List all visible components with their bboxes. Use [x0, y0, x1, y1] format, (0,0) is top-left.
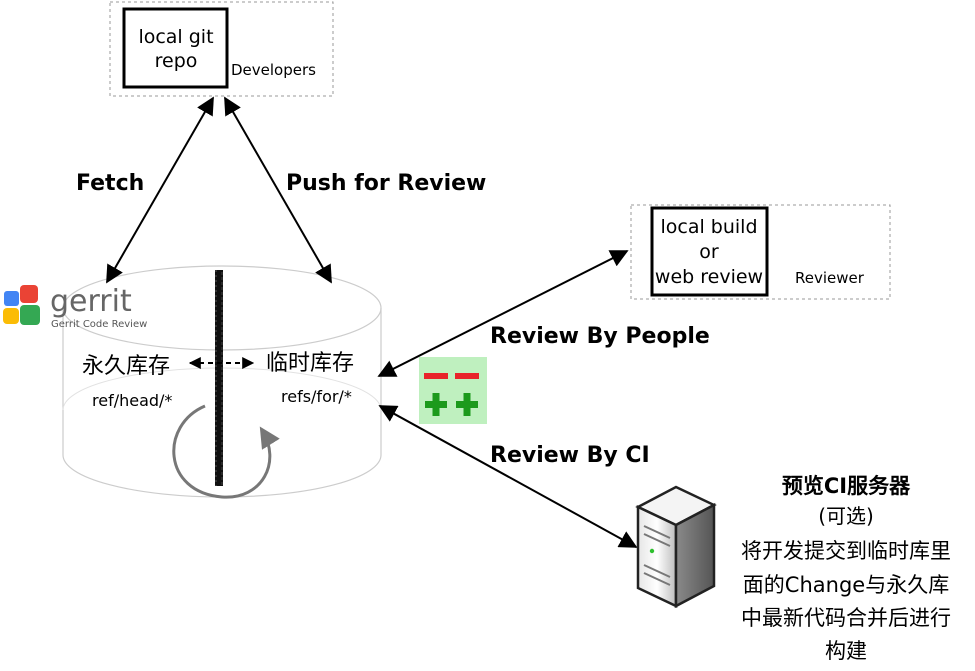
local-git-repo-line2: repo: [155, 50, 198, 72]
ci-desc-line4: 构建: [825, 639, 867, 663]
server-icon: [635, 485, 717, 609]
ci-optional: (可选): [818, 504, 874, 528]
gerrit-logo-text: gerrit: [50, 284, 132, 319]
reviewer-group: local build or web review Reviewer: [630, 204, 891, 300]
permanent-repo-ref: ref/head/*: [92, 391, 172, 410]
local-build-line1: local build: [660, 216, 757, 238]
reviewer-dashed-frame: [630, 204, 891, 300]
gerrit-logo: gerrit Gerrit Code Review: [3, 284, 147, 330]
ci-description: 预览CI服务器 (可选) 将开发提交到临时库里 面的Change与永久库 中最新…: [741, 474, 951, 663]
review-by-people-label: Review By People: [490, 324, 710, 349]
review-score-icon: [419, 357, 487, 424]
ci-title: 预览CI服务器: [782, 474, 911, 498]
push-for-review-label: Push for Review: [286, 171, 486, 196]
local-git-repo-box: [122, 7, 229, 89]
merge-cycle-arrow: [172, 404, 280, 499]
fetch-label: Fetch: [76, 171, 144, 196]
review-by-ci-label: Review By CI: [490, 443, 650, 468]
developers-dashed-frame: [109, 1, 334, 97]
ci-desc-line2: 面的Change与永久库: [743, 573, 949, 597]
review-by-ci-arrow: [378, 405, 638, 548]
gerrit-logo-subtitle: Gerrit Code Review: [51, 319, 147, 330]
review-by-people-arrow: [377, 250, 629, 377]
local-build-line2: or: [699, 241, 719, 263]
fetch-arrow: [106, 96, 214, 284]
developers-label: Developers: [231, 61, 316, 79]
local-git-repo-line1: local git: [138, 26, 213, 48]
local-build-box: [650, 206, 769, 297]
permanent-repo-label: 永久库存: [82, 354, 170, 379]
temporary-repo-ref: refs/for/*: [281, 387, 352, 406]
ci-desc-line3: 中最新代码合并后进行: [741, 606, 951, 630]
local-build-line3: web review: [655, 266, 763, 288]
push-arrow: [224, 96, 332, 284]
developers-group: local git repo Developers: [109, 1, 334, 97]
reviewer-label: Reviewer: [795, 269, 865, 287]
temporary-repo-label: 临时库存: [266, 351, 354, 376]
ci-desc-line1: 将开发提交到临时库里: [741, 539, 951, 563]
gerrit-logo-icon: [3, 285, 40, 325]
repository-divider-bar: [215, 270, 223, 486]
